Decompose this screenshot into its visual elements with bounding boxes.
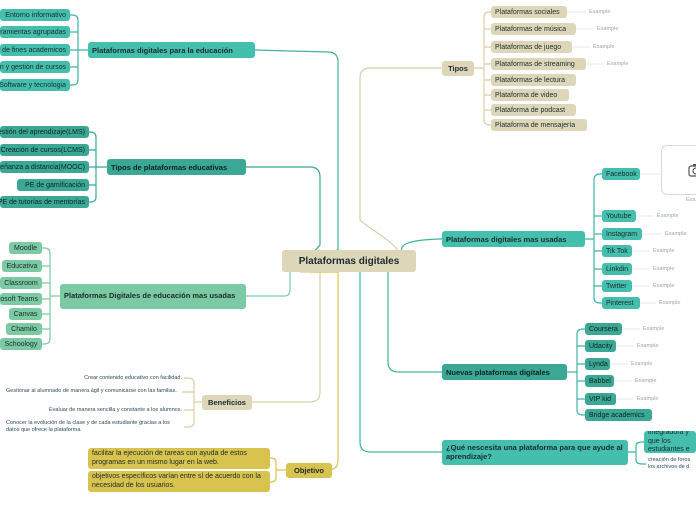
objetivo-item-0[interactable]: facilitar la ejecución de tareas con ayu… [88,448,270,469]
leaf-nuevas-2[interactable]: Lynda [585,358,610,370]
leaf-nuevas-5[interactable]: Bridge academics [585,409,652,421]
leaf-edu-mas-usadas-3[interactable]: Microsoft Teams [0,293,42,305]
leaf-nuevas-3[interactable]: Babbel [585,375,614,387]
leaf-tipos-2[interactable]: Plataformas de juego [491,41,572,53]
leaf-tipos-4[interactable]: Plataformas de lectura [491,74,576,86]
example-mas-usadas-4: Example [653,283,675,289]
branch-beneficios[interactable]: Beneficios [202,395,252,410]
leaf-nuevas-0[interactable]: Coursera [585,323,622,335]
central-topic[interactable]: Plataformas digitales [282,250,416,272]
image-card[interactable] [661,145,696,195]
leaf-edu-mas-usadas-4[interactable]: Canvas [9,308,42,320]
example-tipos-3: Example [607,61,629,67]
leaf-tipos-educativas-4[interactable]: PE de tutorías de mentorías [0,196,89,208]
leaf-necesita-1: creación de foros los archivos de d [648,457,691,470]
beneficio-text-1: Gestionar al alumnado de manera ágil y c… [6,388,177,394]
leaf-educacion-0[interactable]: Entorno informativo [0,9,70,21]
leaf-educacion-3[interactable]: Creación y gestión de cursos [0,61,70,73]
example-tipos-1: Example [597,26,619,32]
example-nuevas-3: Example [635,378,657,384]
branch-educacion-mas-usadas[interactable]: Plataformas Digitales de educación mas u… [60,284,246,309]
example-mas-usadas-3: Example [653,266,675,272]
leaf-mas-usadas-facebook[interactable]: Facebook [602,168,640,180]
beneficio-text-0: Crear contenido educativo con facilidad. [84,375,182,381]
branch-tipos-educativas[interactable]: Tipos de plataformas educativas [107,159,246,175]
example-mas-usadas-2: Example [653,248,675,254]
branch-nuevas[interactable]: Nuevas plataformas digitales [442,364,567,380]
leaf-edu-mas-usadas-6[interactable]: Schoology [0,338,42,350]
example-nuevas-1: Example [637,343,659,349]
camera-icon [688,164,696,177]
leaf-nuevas-1[interactable]: Udacity [585,340,616,352]
objetivo-item-1[interactable]: objetivos específicos varían entre sí de… [88,471,270,492]
leaf-tipos-1[interactable]: Plataformas de música [491,23,576,35]
leaf-edu-mas-usadas-5[interactable]: Chamilo [6,323,42,335]
leaf-tipos-3[interactable]: Plataformas de streaming [491,58,586,70]
leaf-tipos-educativas-3[interactable]: PE de gamificación [17,179,89,191]
leaf-mas-usadas-instagram[interactable]: Instagram [602,228,642,240]
leaf-mas-usadas-pinterest[interactable]: Pinterest [602,297,640,309]
example-tipos-2: Example [593,44,615,50]
leaf-tipos-educativas-0[interactable]: Gestión del aprendizaje(LMS) [0,126,89,138]
example-nuevas-4: Example [637,396,659,402]
example-nuevas-0: Example [643,326,665,332]
leaf-educacion-4[interactable]: Software y tecnologia [0,79,70,91]
branch-mas-usadas[interactable]: Plataformas digitales mas usadas [442,231,585,247]
example-mas-usadas-0: Example [657,213,679,219]
branch-educacion[interactable]: Plataformas digitales para la educación [88,42,255,58]
leaf-tipos-educativas-2[interactable]: Enseñanza a distancia(MOOC) [0,161,89,173]
leaf-tipos-0[interactable]: Plataformas sociales [491,6,567,18]
branch-objetivo[interactable]: Objetivo [286,463,332,478]
leaf-tipos-6[interactable]: Plataforma de podcast [491,104,576,116]
branch-necesita[interactable]: ¿Qué nescesita una plataforma para que a… [442,440,628,465]
leaf-tipos-educativas-1[interactable]: Creación de cursos(LCMS) [0,144,89,156]
card-example-label: Exa [686,197,696,203]
example-tipos-0: Example [589,9,611,15]
leaf-mas-usadas-youtube[interactable]: Youtube [602,210,636,222]
branch-tipos[interactable]: Tipos [442,61,474,76]
leaf-educacion-2[interactable]: Uso de fines academicos [0,44,70,56]
leaf-edu-mas-usadas-2[interactable]: Classroom [0,277,42,289]
leaf-mas-usadas-twitter[interactable]: Twitter [602,280,632,292]
leaf-mas-usadas-linkdin[interactable]: Linkdin [602,263,632,275]
leaf-nuevas-4[interactable]: VIP kid [585,393,616,405]
leaf-educacion-1[interactable]: Herramientas agrupadas [0,26,70,38]
example-mas-usadas-1: Example [665,231,687,237]
example-mas-usadas-5: Example [659,300,681,306]
leaf-tipos-5[interactable]: Plataforma de video [491,89,569,101]
example-nuevas-2: Example [631,361,653,367]
leaf-necesita-0[interactable]: integradora y que los estudiantes e [644,431,696,453]
leaf-mas-usadas-tiktok[interactable]: Tik Tok [602,245,632,257]
leaf-edu-mas-usadas-0[interactable]: Moodle [9,242,42,254]
leaf-edu-mas-usadas-1[interactable]: Educativa [2,260,42,272]
beneficio-text-2: Evaluar de manera sencilla y constante a… [49,407,182,413]
beneficio-text-3: Conocer la evolución de la clase y de ca… [6,420,170,433]
leaf-tipos-7[interactable]: Plataforma de mensajería [491,119,587,131]
